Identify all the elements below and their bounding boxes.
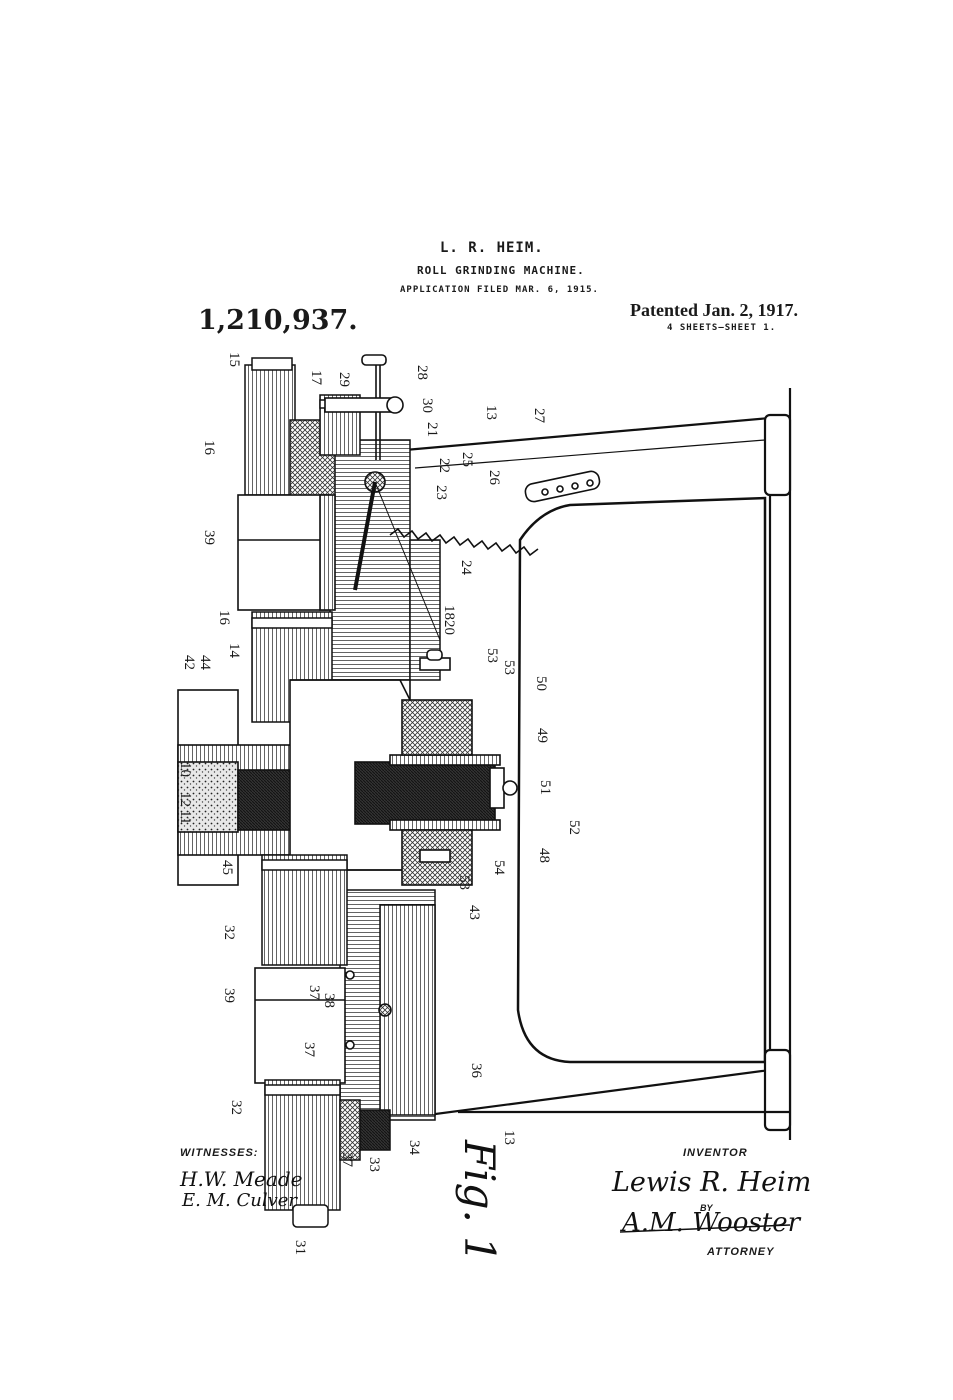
ref-52: 52 xyxy=(566,820,582,835)
upper-housing-39 xyxy=(237,494,336,611)
application-filed-line: APPLICATION FILED MAR. 6, 1915. xyxy=(400,285,599,295)
ref-12: 12 xyxy=(177,792,193,807)
ref-36: 36 xyxy=(468,1063,484,1079)
ref-43: 43 xyxy=(466,905,482,920)
ref-17: 17 xyxy=(308,370,324,386)
ref-29: 29 xyxy=(336,372,352,387)
ref-50: 50 xyxy=(533,676,549,691)
ref-37b: 37 xyxy=(301,1042,317,1058)
ref-31: 31 xyxy=(292,1240,308,1255)
ref-13b: 13 xyxy=(501,1130,517,1145)
ref-34: 34 xyxy=(406,1140,422,1156)
attorney-title: ATTORNEY xyxy=(707,1246,775,1258)
ref-33: 33 xyxy=(366,1157,382,1172)
ref-30: 30 xyxy=(419,398,435,413)
witness-signature-2: E. M. Culver xyxy=(182,1190,298,1211)
ref-53: 53 xyxy=(484,648,500,663)
ref-28: 28 xyxy=(414,365,430,380)
ref-48: 48 xyxy=(536,848,552,863)
ref-37: 37 xyxy=(306,985,322,1001)
ref-39: 39 xyxy=(201,530,217,545)
ref-37c: 37 xyxy=(339,1152,355,1168)
ref-53c: 53 xyxy=(456,875,472,890)
ref-22: 22 xyxy=(436,458,452,473)
ref-49: 49 xyxy=(534,728,550,743)
ref-32b: 32 xyxy=(228,1100,244,1115)
ref-44: 44 xyxy=(197,655,213,671)
ref-16b: 16 xyxy=(216,610,232,626)
sheet-label: 4 SHEETS—SHEET 1. xyxy=(667,323,777,333)
ref-39b: 39 xyxy=(221,988,237,1003)
witnesses-title: WITNESSES: xyxy=(180,1147,259,1159)
attorney-signature: A.M. Wooster xyxy=(622,1208,801,1238)
patent-date: Patented Jan. 2, 1917. xyxy=(630,300,798,320)
inventor-name: L. R. HEIM. xyxy=(440,240,544,256)
inventor-title: INVENTOR xyxy=(683,1147,748,1159)
ref-13: 13 xyxy=(483,405,499,420)
machine-base xyxy=(404,388,792,1140)
ref-16: 16 xyxy=(201,440,217,456)
patent-number: 1,210,937. xyxy=(198,305,358,336)
lower-headstock-32 xyxy=(261,854,348,966)
invention-title: ROLL GRINDING MACHINE. xyxy=(417,264,585,277)
ref-38: 38 xyxy=(321,993,337,1008)
ref-11: 11 xyxy=(177,810,193,824)
ref-21: 21 xyxy=(424,422,440,437)
ref-10: 10 xyxy=(177,762,193,777)
by-label: BY xyxy=(700,1203,713,1213)
ref-20: 20 xyxy=(441,620,457,635)
ref-18: 18 xyxy=(441,605,457,620)
ref-24: 24 xyxy=(458,560,474,576)
lower-housing-39 xyxy=(254,967,392,1084)
ref-45: 45 xyxy=(219,860,235,875)
figure-label: Fig. 1 xyxy=(455,1139,504,1263)
ref-51: 51 xyxy=(537,780,553,795)
ref-14: 14 xyxy=(226,643,242,659)
reference-numerals: 15 16 17 29 28 30 21 13 27 25 22 23 26 3… xyxy=(177,352,582,1255)
bottom-headstock xyxy=(264,1079,361,1228)
ref-54: 54 xyxy=(491,860,507,876)
ref-53b: 53 xyxy=(501,660,517,675)
witness-signature-1: H.W. Meade xyxy=(180,1167,303,1191)
attorney-signature-underline xyxy=(619,1224,791,1233)
ref-15: 15 xyxy=(226,352,242,367)
ref-25: 25 xyxy=(459,452,475,467)
ref-27: 27 xyxy=(531,408,547,424)
ref-26: 26 xyxy=(486,470,502,486)
adjusting-screw xyxy=(324,354,441,641)
ref-42: 42 xyxy=(181,655,197,670)
inventor-signature: Lewis R. Heim xyxy=(612,1167,812,1198)
ref-32: 32 xyxy=(221,925,237,940)
tension-spring xyxy=(389,470,601,557)
ref-23: 23 xyxy=(433,485,449,500)
grinding-wheel-assembly xyxy=(177,649,518,886)
